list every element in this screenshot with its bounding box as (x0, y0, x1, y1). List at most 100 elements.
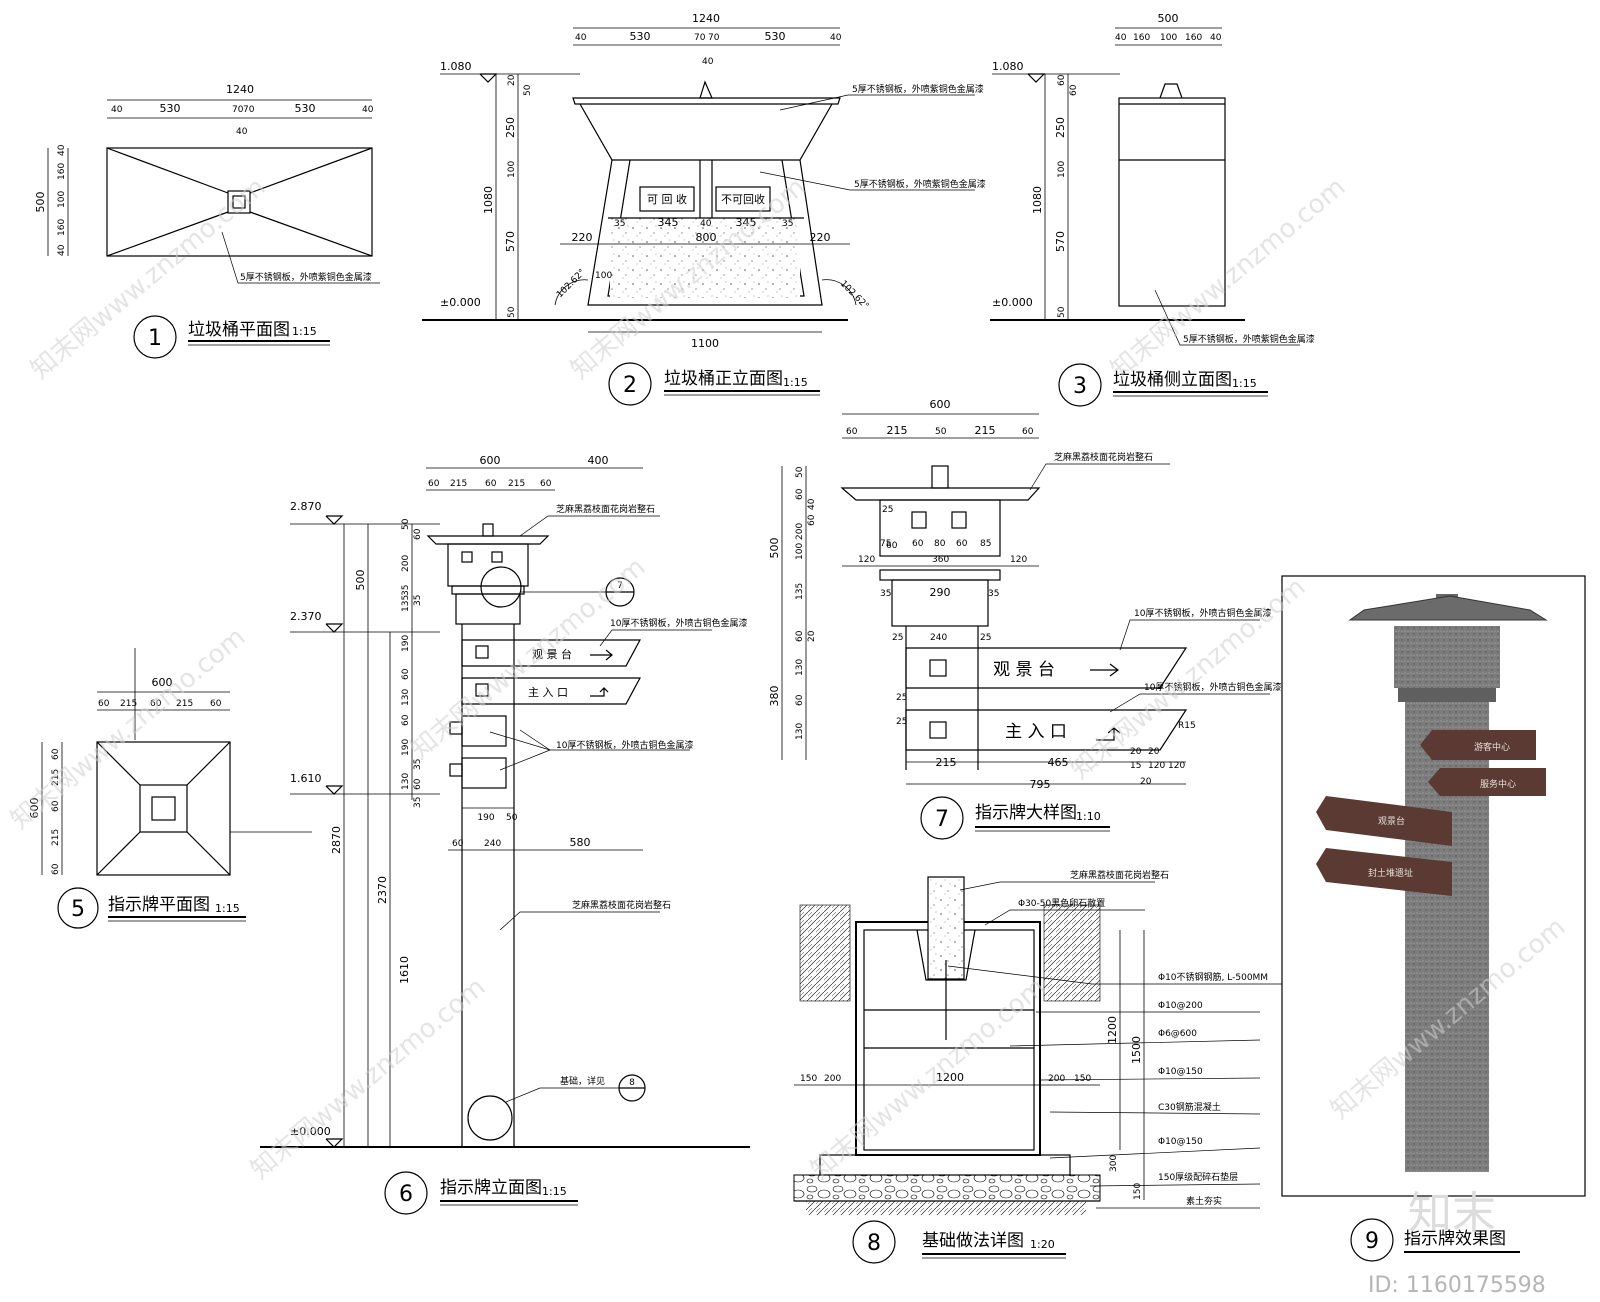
leader-note: 基础，详见 (560, 1075, 605, 1087)
dim-label: 20 (1130, 747, 1142, 757)
dim-label: 60 (413, 528, 423, 540)
dim-label: 500 (1158, 12, 1179, 25)
angle-label: 102.62° (838, 279, 871, 312)
dim-label: 40 (1210, 33, 1222, 43)
angle-label: 102.62° (555, 268, 588, 301)
dim-label: 120 (1010, 555, 1027, 565)
dim-label: 70 (708, 33, 720, 43)
dim-label: 200 (401, 555, 411, 572)
drawing-title: 指示牌平面图 (108, 895, 210, 915)
dim-label: 80 (934, 539, 946, 549)
watermark-text: 知末网www.znzmo.com (5, 622, 251, 835)
drawing-title: 垃圾桶正立面图 (664, 369, 783, 389)
sign-text-main-entrance: 主 入 口 (528, 686, 568, 699)
leader-note: 芝麻黑荔枝面花岗岩整石 (1070, 869, 1169, 881)
dim-label: 580 (570, 836, 591, 849)
dim-label: 600 (930, 398, 951, 411)
dim-label: 240 (484, 839, 501, 849)
dim-label: 120 (858, 555, 875, 565)
dim-label: 100 (1057, 161, 1067, 178)
dim-label: 50 (1057, 306, 1067, 318)
dim-label: 35 (880, 589, 891, 599)
dim-label: 60 (846, 427, 858, 437)
dim-label: 250 (1054, 117, 1067, 138)
dim-label: 35 (413, 797, 423, 808)
callout-number: 7 (617, 581, 623, 591)
dim-label: 60 (51, 748, 61, 760)
dim-label: 60 (795, 488, 805, 500)
dim-label: 40 (830, 33, 842, 43)
dim-label: 300 (1109, 1155, 1119, 1172)
dim-label: 160 (1133, 33, 1150, 43)
render-sign-text: 封土堆遗址 (1368, 867, 1413, 879)
dim-label: 40 (57, 144, 67, 156)
dim-label: 600 (152, 676, 173, 689)
dim-label: 800 (696, 231, 717, 244)
dim-label: 600 (480, 454, 501, 467)
dim-label: 60 (51, 863, 61, 875)
dim-label: 60 (912, 539, 924, 549)
leader-note: 素土夯实 (1186, 1195, 1222, 1207)
dim-label: 240 (930, 633, 947, 643)
dim-label: 40 (362, 105, 374, 115)
dim-label: 40 (111, 105, 123, 115)
dim-label: 35 (401, 585, 411, 596)
dim-label: 25 (882, 505, 893, 515)
dim-label: 345 (658, 216, 679, 229)
dim-label: 200 (795, 523, 805, 540)
dim-label: 135 (401, 595, 411, 612)
dim-label: 100 (507, 161, 517, 178)
level-label: 2.870 (290, 500, 322, 513)
leader-note: Φ10@150 (1158, 1137, 1203, 1147)
dim-label: 60 (1057, 74, 1067, 86)
render-sign-text: 游客中心 (1474, 741, 1510, 753)
dim-label: 795 (1030, 778, 1051, 791)
dim-label: 600 (28, 798, 41, 819)
dim-label: 60 (150, 699, 162, 709)
watermark-id: ID: 1160175598 (1368, 1273, 1546, 1298)
leader-note: 10厚不锈钢板，外喷古铜色金属漆 (1134, 607, 1271, 619)
dim-label: 20 (507, 74, 517, 86)
dim-label: 1500 (1130, 1036, 1143, 1064)
dim-label: 60 (485, 479, 497, 489)
dim-label: 100 (1160, 33, 1177, 43)
dim-label: 190 (401, 739, 411, 756)
dim-label: 120 (1148, 761, 1165, 771)
dim-label: 60 (401, 714, 411, 726)
dim-label: 215 (450, 479, 467, 489)
callout-number: 8 (629, 1078, 635, 1088)
dim-label: 530 (295, 102, 316, 115)
dim-label: 130 (401, 773, 411, 790)
dim-label: 215 (508, 479, 525, 489)
dim-label: 1610 (398, 956, 411, 984)
dim-label: 215 (176, 699, 193, 709)
dim-label: 1240 (226, 83, 254, 96)
dim-label: 220 (572, 231, 593, 244)
dim-label: 60 (1022, 427, 1034, 437)
dim-label: 465 (1048, 756, 1069, 769)
dim-label: 60 (956, 539, 968, 549)
dim-label: 60 (886, 541, 898, 551)
dim-label: 60 (51, 800, 61, 812)
dim-label: 1200 (936, 1071, 964, 1084)
drawing-title: 基础做法详图 (922, 1231, 1024, 1251)
dim-label: 50 (795, 466, 805, 478)
dim-label: 85 (980, 539, 991, 549)
dim-label: 160 (1185, 33, 1202, 43)
leader-note: 芝麻黑荔枝面花岗岩整石 (572, 899, 671, 911)
dim-label: 35 (413, 759, 423, 770)
dim-label: 40 (57, 244, 67, 256)
dim-label: 70 (232, 105, 244, 115)
leader-note: C30钢筋混凝土 (1158, 1101, 1221, 1113)
dim-label: 190 (401, 635, 411, 652)
dim-label: 530 (160, 102, 181, 115)
drawing-6-sign-elevation: 600 400 60 215 60 215 60 2.870 2.370 1.6… (260, 454, 750, 1215)
dim-label: 100 (595, 271, 612, 281)
dim-label: 50 (523, 84, 533, 96)
dim-label: 380 (768, 686, 781, 707)
leader-note: 芝麻黑荔枝面花岗岩整石 (556, 503, 655, 515)
dim-label: 250 (504, 117, 517, 138)
render-sign-text: 服务中心 (1480, 778, 1516, 790)
leader-note: Φ6@600 (1158, 1029, 1197, 1039)
